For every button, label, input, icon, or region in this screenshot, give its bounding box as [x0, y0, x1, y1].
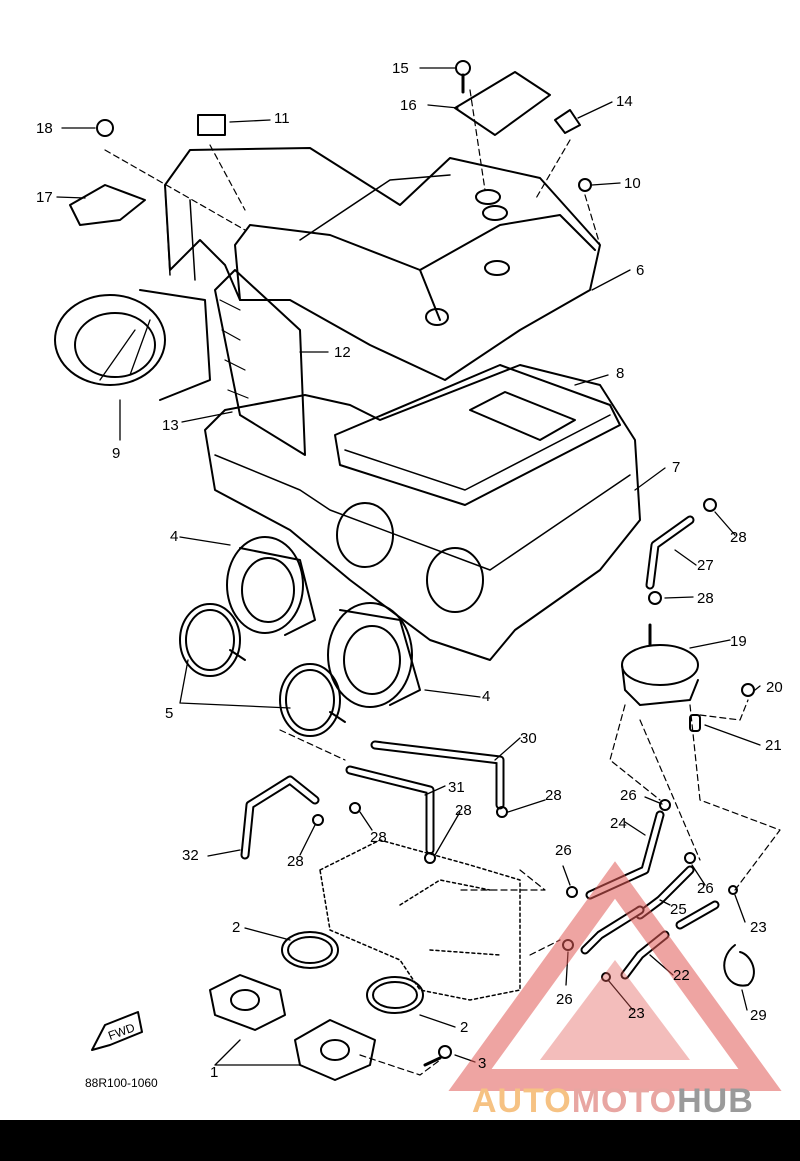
- label-27: 27: [697, 557, 714, 574]
- label-31: 31: [448, 779, 465, 796]
- watermark-hub: HUB: [677, 1082, 754, 1120]
- watermark-logo: [448, 861, 782, 1091]
- label-28b: 28: [697, 590, 714, 607]
- label-7: 7: [672, 459, 680, 476]
- label-6: 6: [636, 262, 644, 279]
- label-19: 19: [730, 633, 747, 650]
- label-26b: 26: [697, 880, 714, 897]
- routing-lines: [104, 89, 781, 1076]
- label-20: 20: [766, 679, 783, 696]
- bottom-bar: [0, 1120, 800, 1161]
- label-28c: 28: [545, 787, 562, 804]
- carburetor-joint: [209, 931, 424, 1081]
- fwd-arrow-icon: [91, 1011, 143, 1051]
- label-9: 9: [112, 445, 120, 462]
- label-32: 32: [182, 847, 199, 864]
- label-28e: 28: [370, 829, 387, 846]
- leader-lines: [56, 67, 761, 1066]
- label-28f: 28: [287, 853, 304, 870]
- label-11: 11: [274, 110, 290, 127]
- label-26a: 26: [620, 787, 637, 804]
- joint-upper: [226, 536, 316, 636]
- label-25: 25: [670, 901, 687, 918]
- label-3: 3: [478, 1055, 486, 1072]
- intake-funnel: [54, 289, 211, 401]
- label-24: 24: [610, 815, 627, 832]
- diagram-code: 88R100-1060: [85, 1076, 158, 1090]
- label-5: 5: [165, 705, 173, 722]
- label-4a: 4: [170, 528, 178, 545]
- label-4b: 4: [482, 688, 490, 705]
- label-10: 10: [624, 175, 641, 192]
- label-22: 22: [673, 967, 690, 984]
- label-26c: 26: [555, 842, 572, 859]
- label-17: 17: [36, 189, 53, 206]
- vacuum-fitting: [621, 623, 699, 706]
- label-1: 1: [210, 1064, 218, 1081]
- label-12: 12: [334, 344, 351, 361]
- fasteners: [69, 60, 755, 1067]
- label-16: 16: [400, 97, 417, 114]
- label-2a: 2: [232, 919, 240, 936]
- filter-screen: [214, 269, 306, 456]
- part-labels: 1 2 2 3 4 4 5 6 7 8 9 10 11 12 13 14 15 …: [36, 60, 783, 1090]
- watermark-text: AUTOMOTOHUB: [472, 1082, 754, 1120]
- label-30: 30: [520, 730, 537, 747]
- label-2b: 2: [460, 1019, 468, 1036]
- label-28d: 28: [455, 802, 472, 819]
- label-14: 14: [616, 93, 633, 110]
- label-13: 13: [162, 417, 179, 434]
- watermark-auto: AUTO: [472, 1082, 572, 1120]
- label-15: 15: [392, 60, 409, 77]
- label-28a: 28: [730, 529, 747, 546]
- label-21: 21: [765, 737, 782, 754]
- label-26d: 26: [556, 991, 573, 1008]
- joint-lower: [327, 602, 421, 708]
- label-23a: 23: [750, 919, 767, 936]
- breather-hose: [240, 740, 505, 860]
- label-23b: 23: [628, 1005, 645, 1022]
- air-box-cover: [164, 147, 601, 381]
- air-box-case: [204, 364, 641, 661]
- label-29: 29: [750, 1007, 767, 1024]
- carburetor-outline: [319, 839, 521, 1001]
- label-8: 8: [616, 365, 624, 382]
- watermark-moto: MOTO: [572, 1082, 677, 1120]
- label-18: 18: [36, 120, 53, 137]
- hose-clamp: [179, 603, 346, 737]
- hose-clip: [723, 944, 755, 987]
- air-filter-element: [334, 364, 621, 506]
